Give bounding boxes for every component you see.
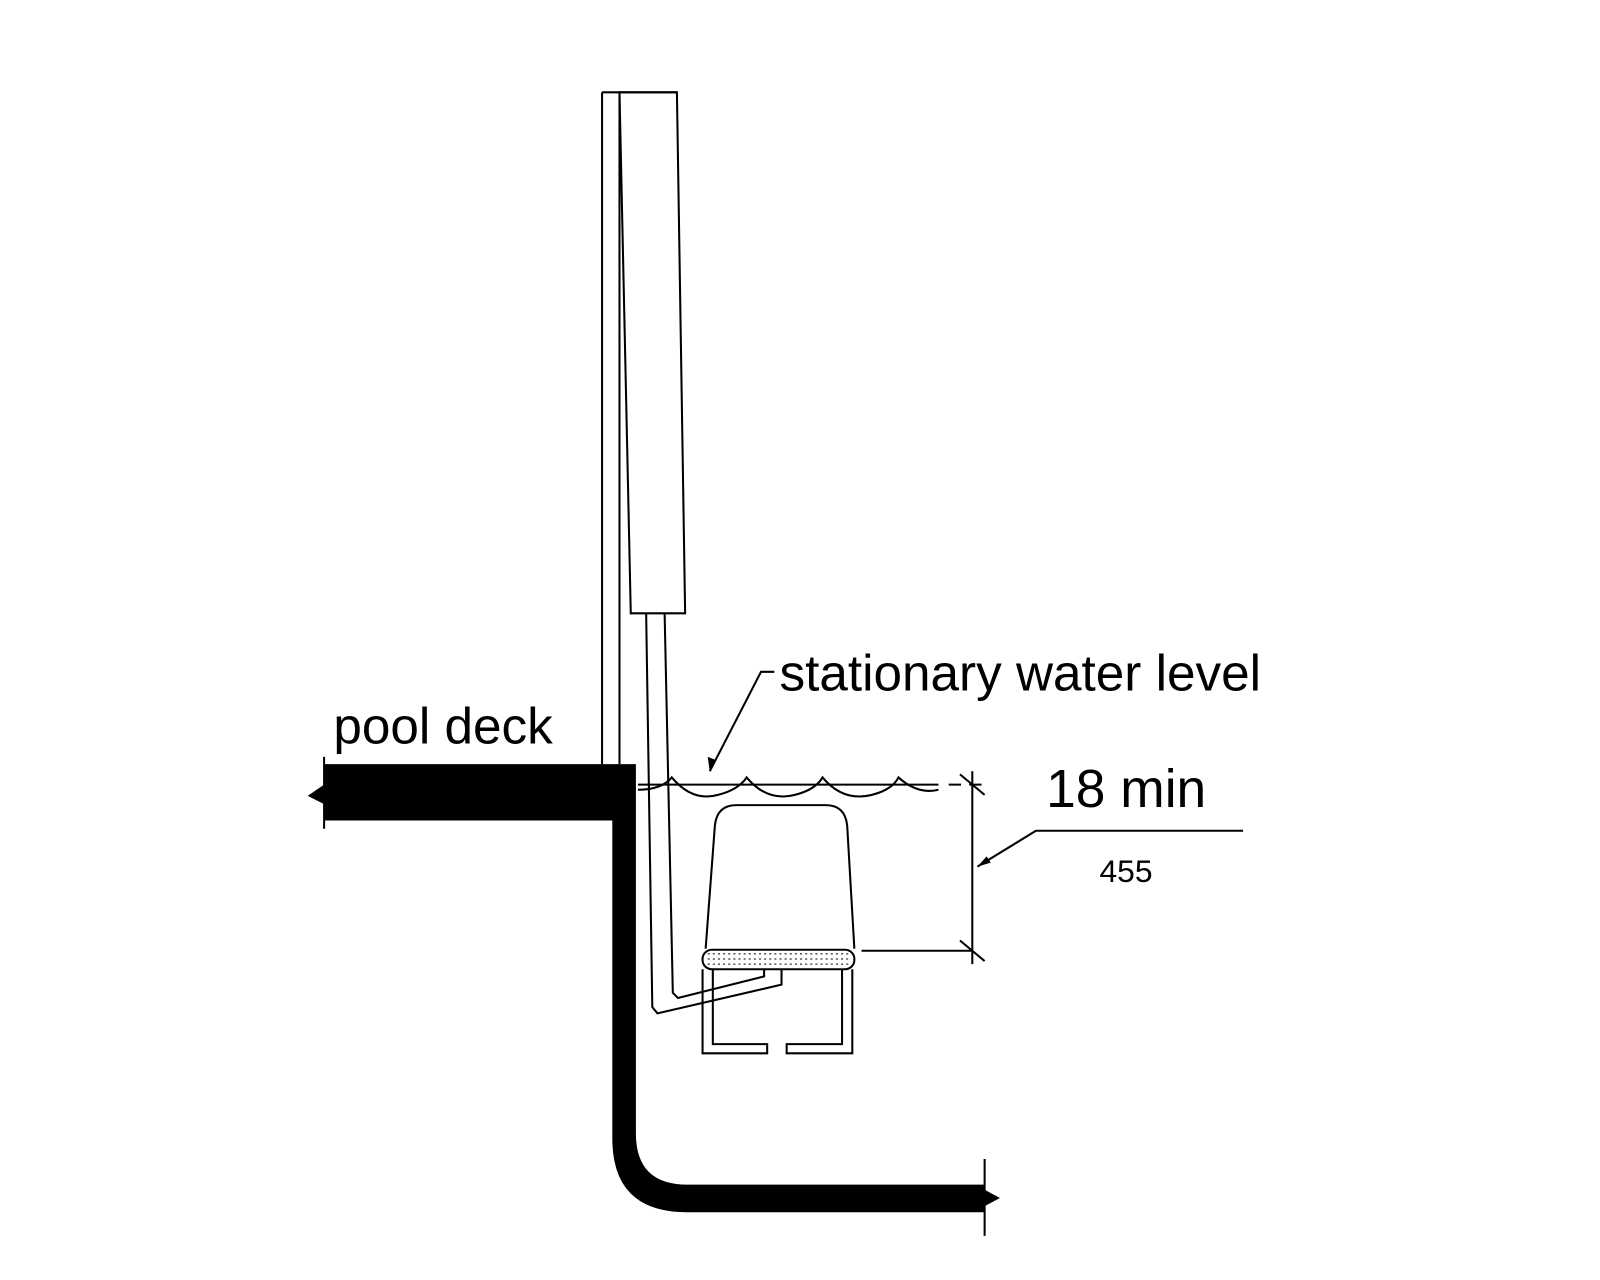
dimension-metric-label: 455: [1099, 853, 1152, 889]
dimension-imperial-label: 18 min: [1046, 760, 1206, 819]
water-level-label: stationary water level: [779, 644, 1261, 701]
leader-arrowhead: [707, 756, 716, 772]
lift-seat: [701, 804, 856, 1055]
dimension-arrowhead: [977, 856, 991, 867]
water-surface: [637, 775, 985, 798]
lift-mast: [601, 91, 687, 765]
break-symbol-right: [984, 1189, 1000, 1207]
pool-deck-label: pool deck: [333, 698, 553, 755]
break-symbol-left: [307, 784, 325, 805]
dimension-line: [861, 771, 1244, 965]
pool-deck-and-wall: [324, 764, 985, 1213]
seat-arm: [645, 613, 783, 1015]
water-level-leader: [708, 670, 775, 772]
